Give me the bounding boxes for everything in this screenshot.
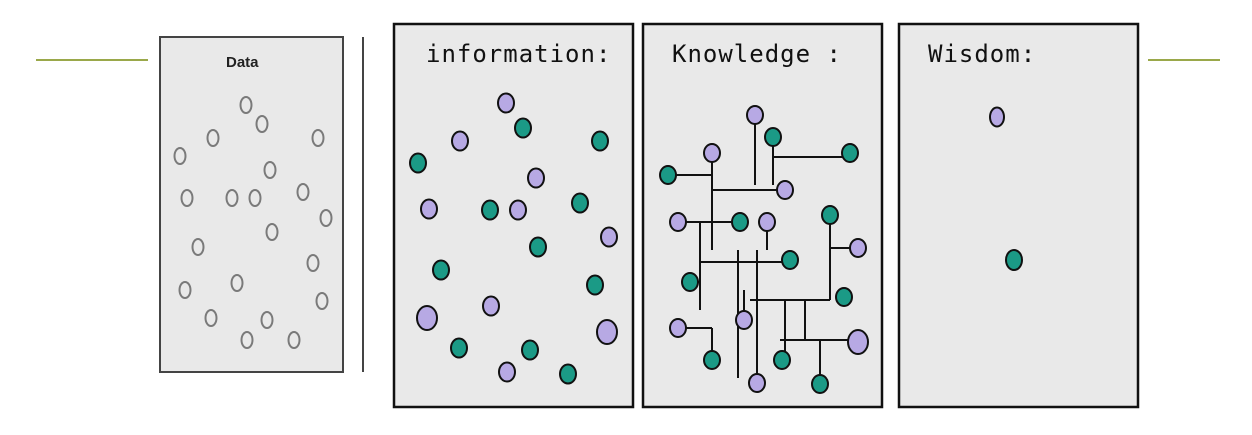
purple-dot (416, 305, 438, 331)
purple-dot (498, 361, 516, 383)
purple-dot (776, 180, 794, 200)
wisdom-panel-frame (897, 22, 1140, 409)
purple-dot (849, 238, 867, 258)
wisdom-panel-title: Wisdom: (928, 40, 1036, 68)
data-dot (319, 209, 333, 227)
green-dot (521, 339, 539, 361)
data-dot (306, 254, 320, 272)
information-panel: information: (392, 22, 635, 409)
data-dot (239, 96, 253, 114)
purple-dot (527, 167, 545, 189)
green-dot (571, 192, 589, 214)
green-dot (681, 272, 699, 292)
purple-dot (735, 310, 753, 330)
data-dot (315, 292, 329, 310)
green-dot (514, 117, 532, 139)
green-dot (821, 205, 839, 225)
purple-dot (758, 212, 776, 232)
data-dots (173, 96, 333, 349)
wisdom-dots (989, 106, 1023, 271)
purple-dot (669, 212, 687, 232)
purple-dot (989, 106, 1005, 128)
data-dot (311, 129, 325, 147)
purple-dot (847, 329, 869, 355)
purple-dot (600, 226, 618, 248)
data-dot (255, 115, 269, 133)
purple-dot (451, 130, 469, 152)
knowledge-panel: Knowledge : (641, 22, 884, 409)
purple-dot (703, 143, 721, 163)
green-dot (811, 374, 829, 394)
data-dot (248, 189, 262, 207)
data-dot (265, 223, 279, 241)
green-dot (559, 363, 577, 385)
green-dot (835, 287, 853, 307)
green-dot (1005, 249, 1023, 271)
data-dot (230, 274, 244, 292)
green-dot (450, 337, 468, 359)
data-dot (225, 189, 239, 207)
data-panel: Data (159, 36, 364, 373)
purple-dot (420, 198, 438, 220)
green-dot (781, 250, 799, 270)
purple-dot (482, 295, 500, 317)
green-dot (703, 350, 721, 370)
data-dot (204, 309, 218, 327)
data-dot (180, 189, 194, 207)
data-dot (287, 331, 301, 349)
data-dot (240, 331, 254, 349)
purple-dot (509, 199, 527, 221)
green-dot (481, 199, 499, 221)
data-dot (173, 147, 187, 165)
data-dot (178, 281, 192, 299)
purple-dot (746, 105, 764, 125)
purple-dot (596, 319, 618, 345)
purple-dot (497, 92, 515, 114)
data-dot (191, 238, 205, 256)
data-dot (260, 311, 274, 329)
green-dot (432, 259, 450, 281)
green-dot (731, 212, 749, 232)
data-dot (296, 183, 310, 201)
data-panel-title: Data (226, 54, 259, 71)
information-dots (409, 92, 618, 385)
purple-dot (748, 373, 766, 393)
wisdom-panel: Wisdom: (897, 22, 1140, 409)
green-dot (764, 127, 782, 147)
data-dot (206, 129, 220, 147)
green-dot (773, 350, 791, 370)
data-dot (263, 161, 277, 179)
purple-dot (669, 318, 687, 338)
green-dot (409, 152, 427, 174)
information-panel-title: information: (426, 40, 611, 68)
green-dot (659, 165, 677, 185)
green-dot (529, 236, 547, 258)
knowledge-dots (659, 105, 869, 394)
green-dot (841, 143, 859, 163)
green-dot (591, 130, 609, 152)
knowledge-panel-title: Knowledge : (672, 40, 842, 68)
green-dot (586, 274, 604, 296)
